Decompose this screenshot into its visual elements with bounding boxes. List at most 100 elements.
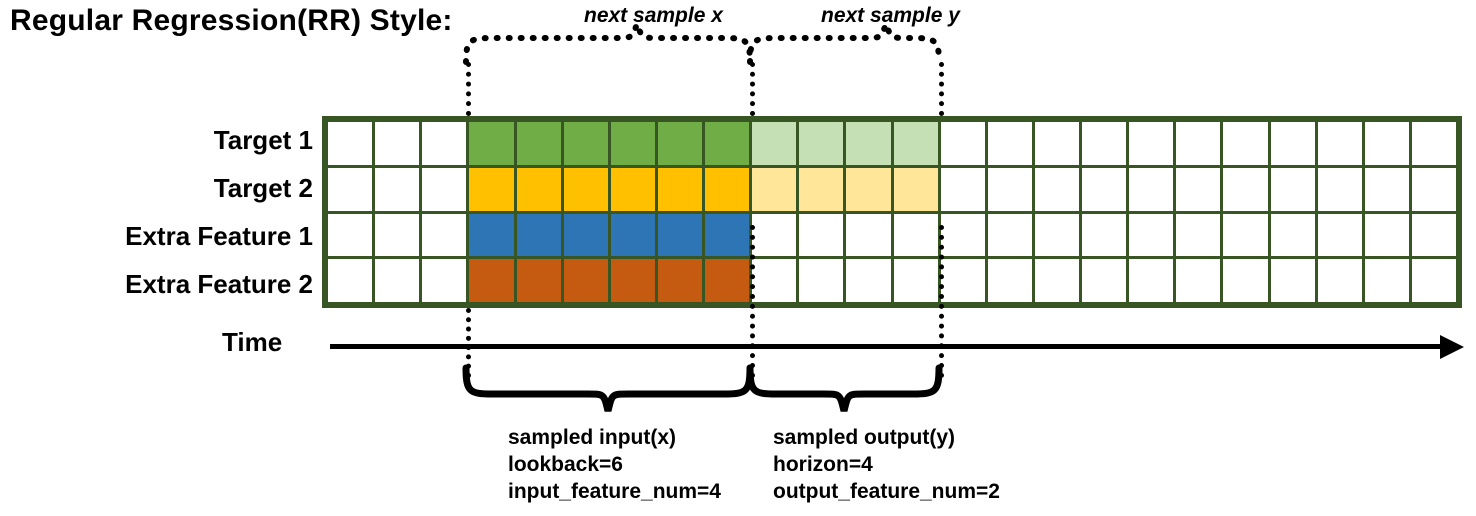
grid-cell [705,213,750,257]
caption-input-line-3: input_feature_num=4 [508,480,721,503]
grid-cell [846,259,891,302]
grid-cell [1176,122,1221,165]
grid-cell [1317,122,1362,165]
grid-cell [1364,122,1409,165]
caption-output-line-3: output_feature_num=2 [773,480,1000,503]
grid-cell [1411,259,1456,302]
brace-sampled-input [462,364,754,412]
grid-cell [940,122,985,165]
grid-cell [469,213,514,257]
grid-cell [1082,167,1127,211]
grid-cell [563,213,608,257]
grid-cell [375,259,420,302]
grid-cell [987,259,1032,302]
grid-cell [1034,259,1079,302]
grid-cell [940,213,985,257]
grid-cell [469,259,514,302]
grid-cell [705,167,750,211]
grid-cell [893,167,938,211]
grid-cell [610,213,655,257]
guide-line-input-end-lower [750,225,755,378]
row-label-target-1: Target 1 [213,125,313,155]
time-axis-arrow-icon [1440,335,1464,359]
grid-cell [1364,167,1409,211]
guide-line-input-start-lower [466,308,471,378]
grid-cell [1411,213,1456,257]
brace-next-sample-x [463,15,753,65]
grid-cell [1270,122,1315,165]
grid-cell [752,122,797,165]
grid-cell [987,213,1032,257]
caption-input-line-2: lookback=6 [508,453,623,476]
grid-cell [752,213,797,257]
guide-line-output-end [939,62,944,116]
grid-cell [799,259,844,302]
grid-cell [328,122,373,165]
caption-sampled-output: sampled output(y) horizon=4 output_featu… [773,424,1000,505]
grid-cell [799,167,844,211]
grid-cell [893,213,938,257]
grid-cell [1082,259,1127,302]
grid-cell [657,213,702,257]
time-axis-line [330,344,1448,349]
grid-cell [1129,259,1174,302]
annotation-next-sample-y: next sample y [821,4,960,27]
brace-next-sample-y [747,15,942,65]
grid-cell [987,167,1032,211]
grid-cell [1223,122,1268,165]
grid-cell [1176,213,1221,257]
guide-line-output-end-lower [939,225,944,378]
grid-cell [375,167,420,211]
grid-cell [469,167,514,211]
grid-cell [657,167,702,211]
grid-cell [1317,167,1362,211]
grid-cell [940,259,985,302]
grid-cell [328,259,373,302]
grid-cell [1364,213,1409,257]
grid-cell [563,122,608,165]
grid-cell [563,259,608,302]
grid-cell [1317,213,1362,257]
grid-cell [940,167,985,211]
grid-cell [1129,213,1174,257]
grid-cell [657,259,702,302]
grid-cell [516,167,561,211]
row-label-extra-feature-1: Extra Feature 1 [125,221,313,251]
grid-cell [1270,259,1315,302]
grid-cell [705,122,750,165]
grid-cell [846,122,891,165]
guide-line-input-end [750,62,755,116]
grid-cell [1223,213,1268,257]
grid-cell [1364,259,1409,302]
grid-cell [1034,167,1079,211]
guide-line-input-start [466,62,471,116]
axis-label-time: Time [222,327,283,357]
grid-cell [846,213,891,257]
row-label-target-2: Target 2 [213,173,313,203]
row-label-extra-feature-2: Extra Feature 2 [125,269,313,299]
grid-cell [752,167,797,211]
grid-cell [610,167,655,211]
grid-cell [1411,167,1456,211]
grid-cell [1270,213,1315,257]
grid-cell [657,122,702,165]
grid-cell [563,167,608,211]
grid-cell [1129,122,1174,165]
grid-cell [1176,259,1221,302]
grid-cell [1034,213,1079,257]
grid-cell [893,259,938,302]
grid-cell [799,122,844,165]
grid-cell [375,122,420,165]
grid-cell [610,122,655,165]
grid-cell [1034,122,1079,165]
grid-cell [846,167,891,211]
grid-cell [516,122,561,165]
grid-cell [422,213,467,257]
grid-cell [328,167,373,211]
annotation-next-sample-x: next sample x [584,4,723,27]
grid-cell [987,122,1032,165]
grid-cell [422,122,467,165]
timeline-grid [322,116,1462,308]
grid-cell [1411,122,1456,165]
grid-cell [705,259,750,302]
